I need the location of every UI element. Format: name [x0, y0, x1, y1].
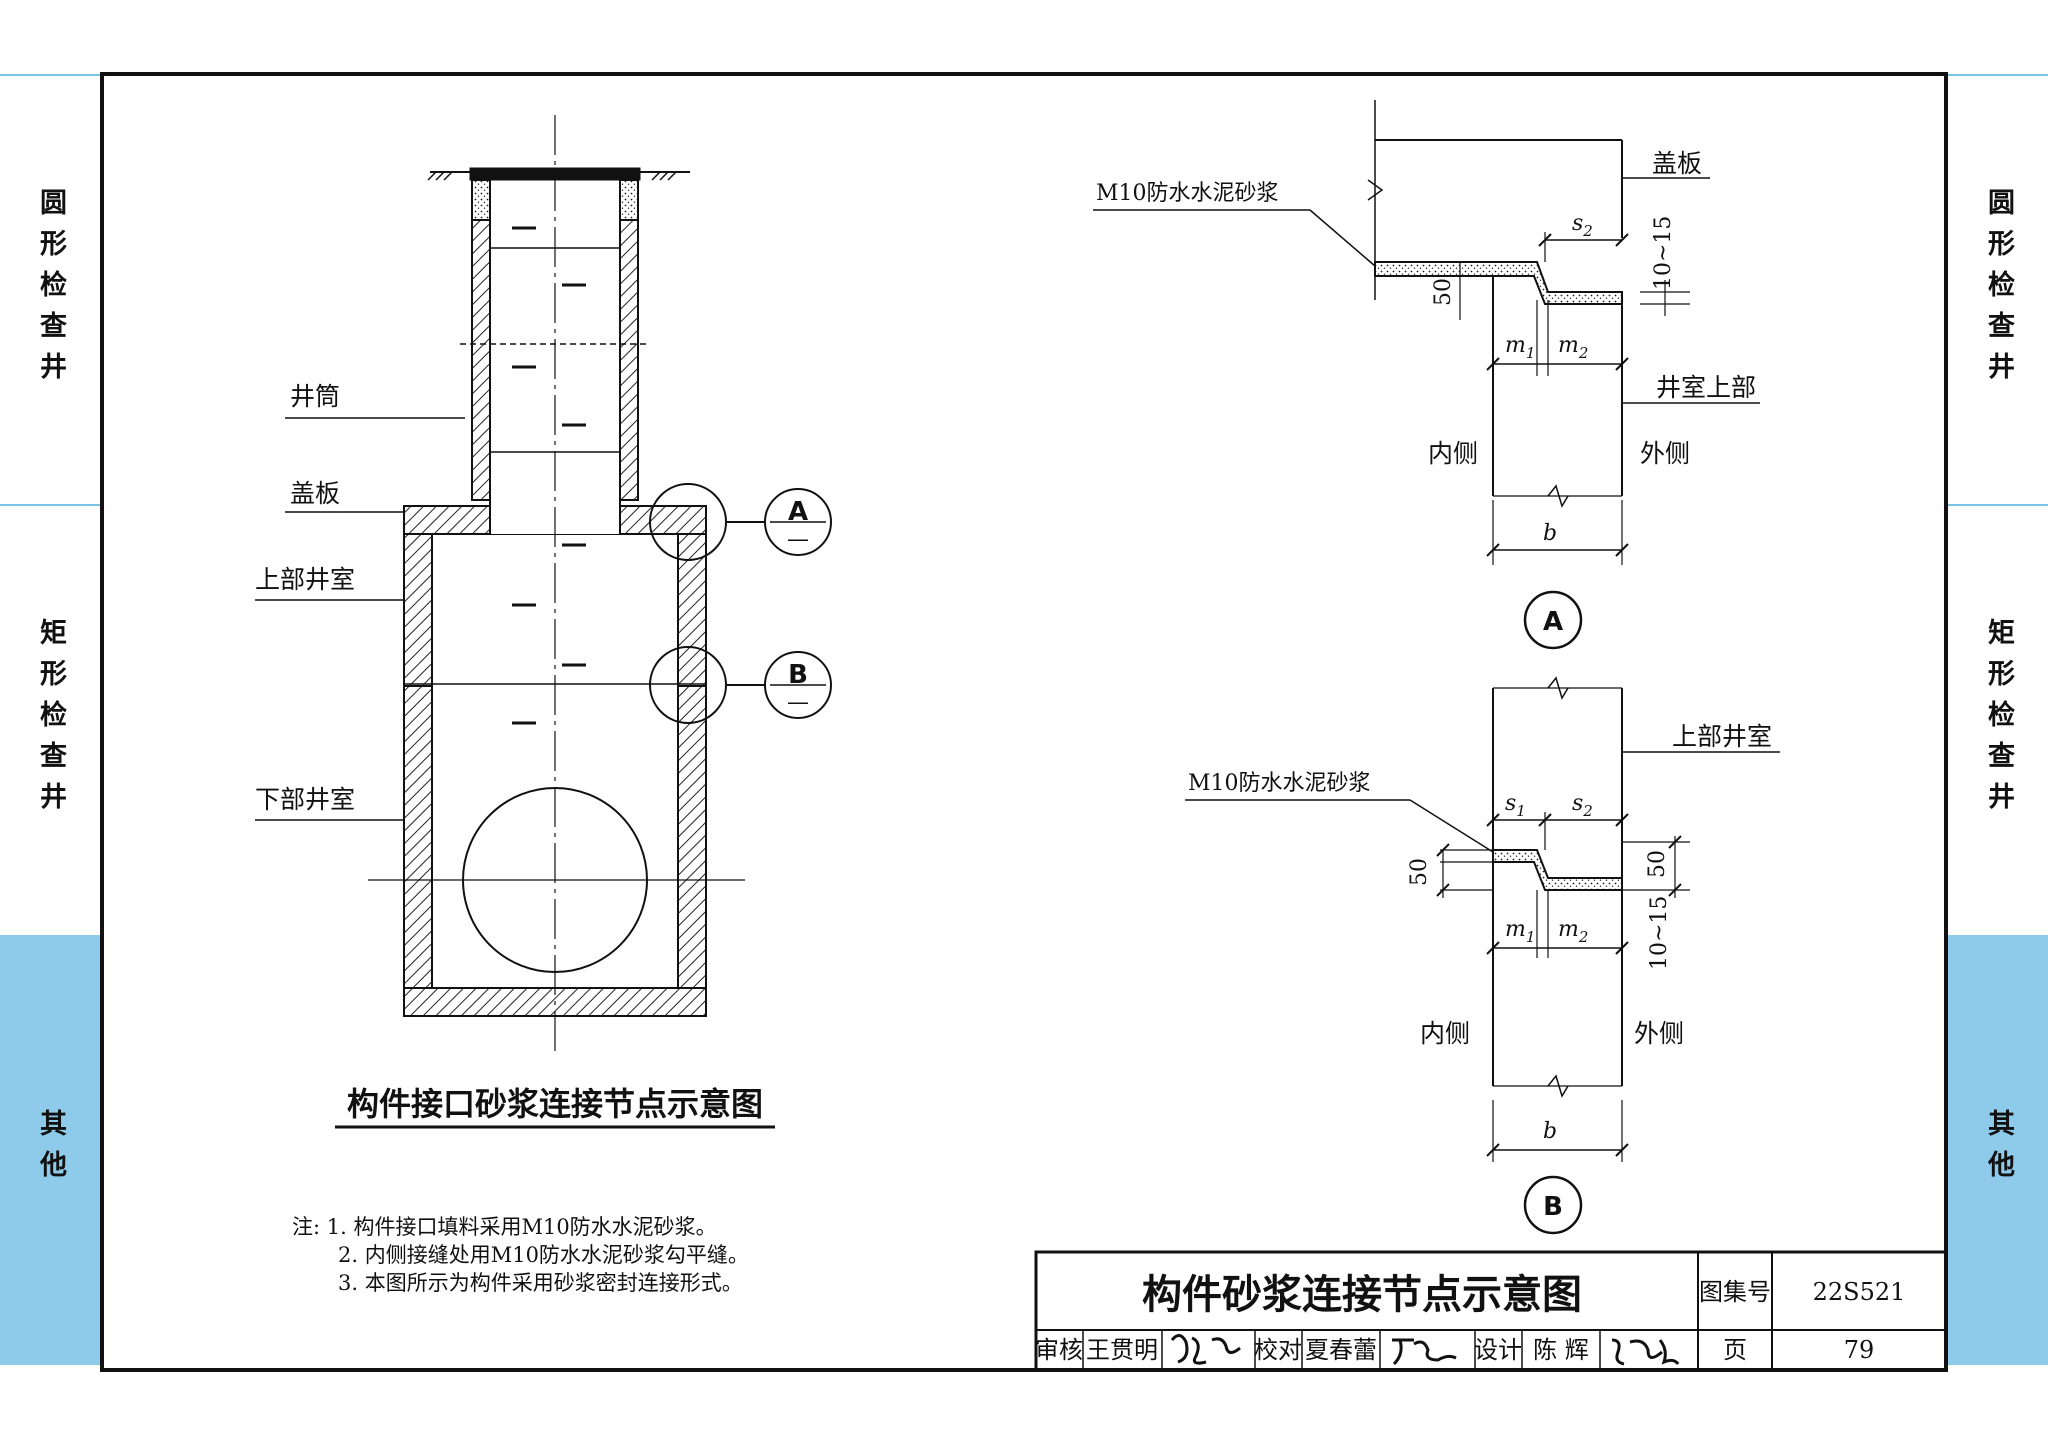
- detail-a-cover: 盖板: [1652, 149, 1702, 178]
- design-label: 设计: [1474, 1336, 1522, 1364]
- right-tab-rectangular-label: 矩形检查井: [1983, 617, 2014, 823]
- label-upper-chamber: 上部井室: [255, 565, 355, 594]
- detail-b-s2: s2: [1572, 791, 1593, 820]
- detail-a-mortar: M10防水水泥砂浆: [1096, 181, 1279, 206]
- sheet-frame: [100, 72, 1948, 1372]
- detail-a-50: 50: [1431, 278, 1456, 306]
- detail-a-b: b: [1543, 521, 1557, 546]
- left-tab-rectangular[interactable]: 矩形检查井: [0, 505, 100, 935]
- designer-name: 陈 辉: [1533, 1336, 1589, 1364]
- label-lower-chamber: 下部井室: [255, 785, 355, 814]
- detail-a-inner: 内侧: [1428, 439, 1478, 468]
- reviewer-signature: [1170, 1334, 1241, 1365]
- reviewer-name: 王贯明: [1086, 1336, 1158, 1364]
- detail-b-marker: B: [1543, 1192, 1563, 1222]
- note-2: 2. 内侧接缝处用M10防水水泥砂浆勾平缝。: [338, 1243, 749, 1267]
- detail-a-chamber-top: 井室上部: [1656, 373, 1756, 402]
- left-tab-rectangular-label: 矩形检查井: [35, 617, 66, 823]
- label-cover: 盖板: [290, 479, 340, 508]
- right-tab-circular-label: 圆形检查井: [1983, 187, 2014, 393]
- review-label: 审核: [1035, 1336, 1083, 1364]
- checker-signature: [1392, 1338, 1457, 1366]
- detail-b-s1: s1: [1505, 791, 1526, 820]
- detail-b-m2: m2: [1558, 917, 1588, 946]
- designer-signature: [1611, 1338, 1680, 1366]
- tab-separators: [0, 74, 2048, 506]
- right-tab-rectangular[interactable]: 矩形检查井: [1948, 505, 2048, 935]
- note-1: 注: 1. 构件接口填料采用M10防水水泥砂浆。: [292, 1215, 717, 1239]
- detail-a-m2: m2: [1558, 333, 1588, 362]
- detail-a-s2: s2: [1572, 211, 1593, 240]
- right-tab-other[interactable]: 其他: [1948, 935, 2048, 1365]
- right-tab-other-label: 其他: [1983, 1109, 2014, 1191]
- checker-name: 夏春蕾: [1305, 1336, 1377, 1364]
- atlas-label: 图集号: [1699, 1278, 1771, 1306]
- manhole-section: [255, 115, 832, 1055]
- detail-a-m1: m1: [1505, 333, 1535, 362]
- left-figure-title: 构件接口砂浆连接节点示意图: [347, 1085, 763, 1123]
- title-block-frame: [1034, 1250, 1948, 1372]
- detail-b-m1: m1: [1505, 917, 1535, 946]
- detail-b-outer: 外侧: [1634, 1019, 1684, 1048]
- callout-b-letter: B: [788, 660, 808, 690]
- detail-b-50-right: 50: [1645, 850, 1670, 878]
- atlas-number: 22S521: [1813, 1278, 1906, 1306]
- detail-b-b: b: [1543, 1119, 1557, 1144]
- detail-b-gap: 10~15: [1647, 896, 1672, 970]
- left-tab-circular[interactable]: 圆形检查井: [0, 75, 100, 505]
- page-label: 页: [1723, 1336, 1747, 1364]
- detail-b-mortar: M10防水水泥砂浆: [1188, 771, 1371, 796]
- left-tab-other-label: 其他: [35, 1109, 66, 1191]
- callout-a-sub: —: [787, 527, 809, 552]
- detail-a-gap: 10~15: [1651, 216, 1676, 290]
- note-3: 3. 本图所示为构件采用砂浆密封连接形式。: [338, 1271, 743, 1295]
- detail-a-drawing: [1093, 100, 1760, 650]
- callout-b-sub: —: [787, 690, 809, 715]
- detail-b-drawing: [1185, 676, 1780, 1235]
- right-tab-circular[interactable]: 圆形检查井: [1948, 75, 2048, 505]
- detail-b-50-left: 50: [1407, 858, 1432, 886]
- detail-a-marker: A: [1543, 607, 1563, 637]
- detail-b-inner: 内侧: [1420, 1019, 1470, 1048]
- left-tab-circular-label: 圆形检查井: [35, 187, 66, 393]
- check-label: 校对: [1254, 1336, 1302, 1364]
- title-block-title: 构件砂浆连接节点示意图: [1142, 1272, 1582, 1318]
- left-tab-other[interactable]: 其他: [0, 935, 100, 1365]
- callout-a-letter: A: [788, 497, 808, 527]
- page-number: 79: [1844, 1336, 1875, 1364]
- detail-a-outer: 外侧: [1640, 439, 1690, 468]
- label-shaft: 井筒: [290, 382, 340, 411]
- detail-b-upper-chamber: 上部井室: [1672, 722, 1772, 751]
